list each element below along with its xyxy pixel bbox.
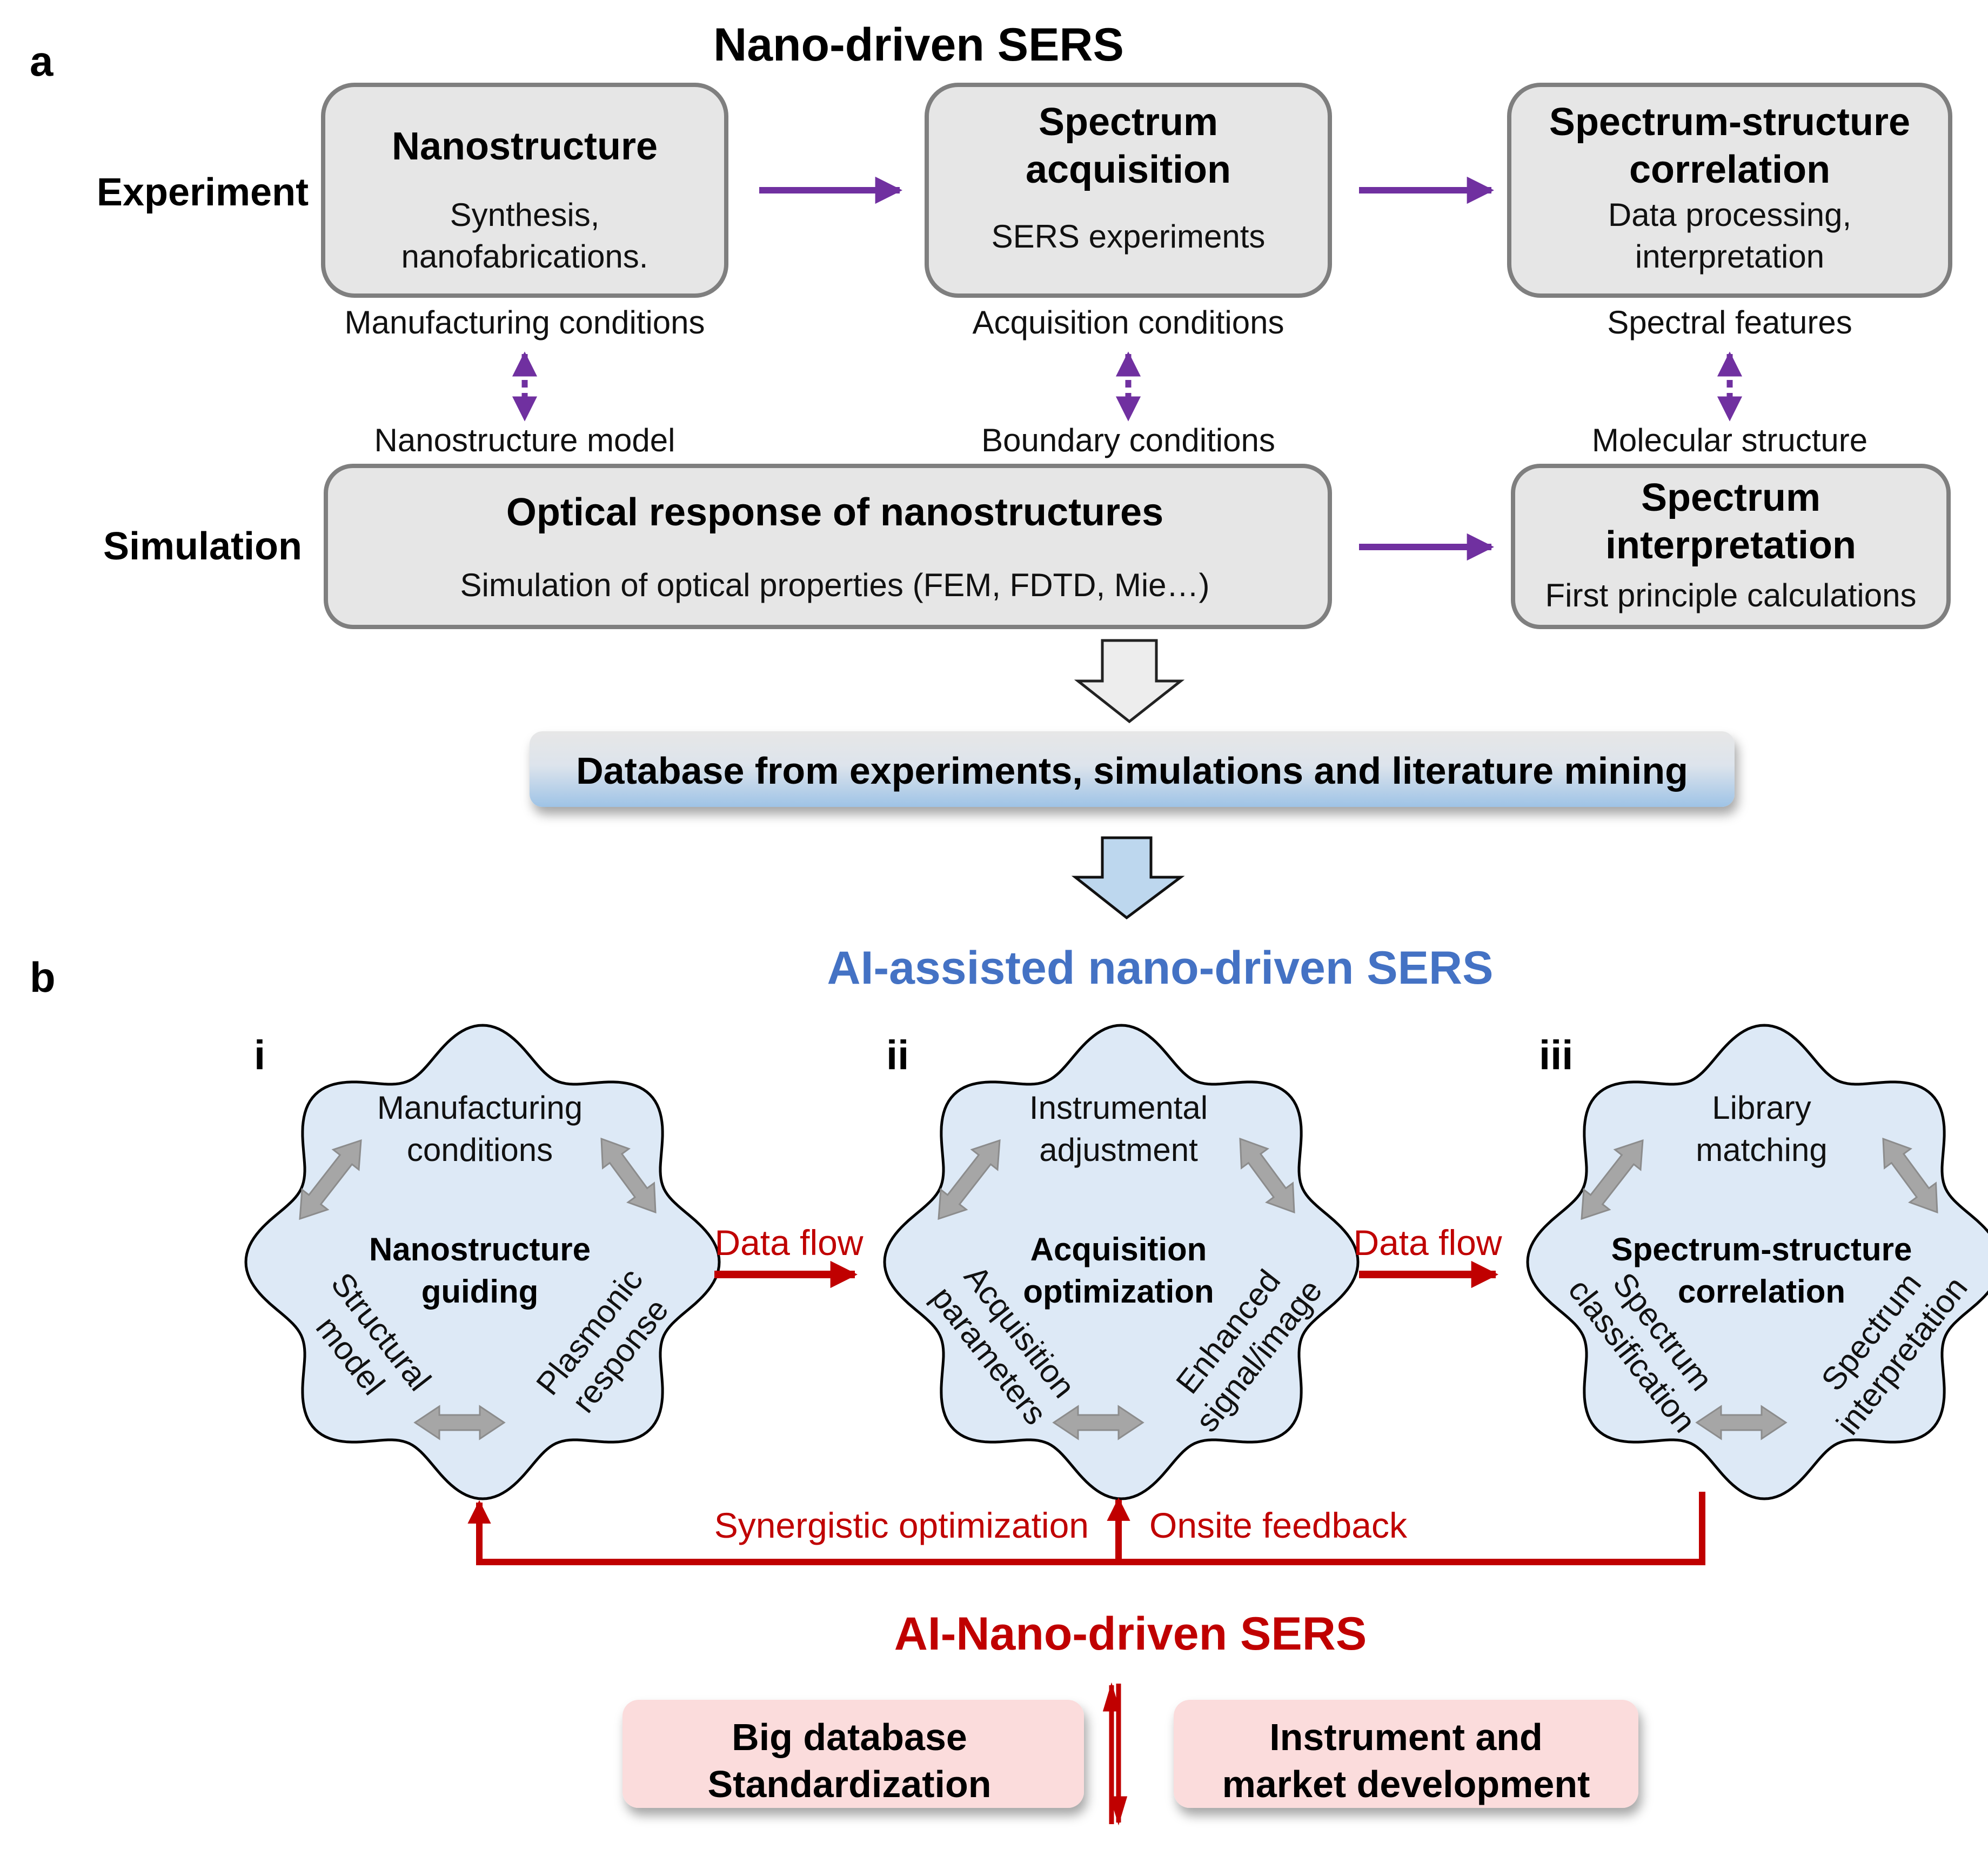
- link-label-bottom: Nanostructure model: [374, 422, 675, 458]
- panel-a-label: a: [30, 37, 53, 85]
- link-label-top: Acquisition conditions: [972, 304, 1284, 341]
- feedback-loop-arrow-icon: [467, 1492, 1705, 1565]
- box-subtitle: SERS experiments: [992, 218, 1266, 255]
- panel-b-title: AI-assisted nano-driven SERS: [827, 942, 1494, 994]
- database-banner: [530, 731, 1735, 807]
- bottom-box-big-database-line1: Big database: [732, 1716, 967, 1758]
- simulation-box-optical-response: Optical response of nanostructures Simul…: [324, 464, 1332, 629]
- box-subtitle: interpretation: [1635, 238, 1824, 275]
- blob-top-label: Instrumental: [1029, 1090, 1208, 1126]
- blob-center-label: guiding: [421, 1273, 539, 1310]
- blob-top-label: matching: [1696, 1132, 1827, 1168]
- box-title: Spectrum-structure: [1549, 101, 1910, 144]
- link-label-top: Spectral features: [1607, 304, 1852, 341]
- box-title: Spectrum: [1641, 476, 1820, 519]
- blob-top-label: Manufacturing: [377, 1090, 583, 1126]
- blob-center-label: Nanostructure: [369, 1231, 591, 1267]
- box-subtitle: nanofabrications.: [401, 238, 648, 275]
- link-label-bottom: Boundary conditions: [981, 422, 1275, 458]
- blob-center-label: correlation: [1678, 1273, 1845, 1310]
- box-subtitle: Synthesis,: [450, 197, 600, 233]
- double-arrow-icon: [1052, 1405, 1144, 1440]
- box-title: Nanostructure: [392, 125, 658, 168]
- box-subtitle: Simulation of optical properties (FEM, F…: [460, 567, 1209, 603]
- double-arrow-icon: [938, 1139, 1001, 1220]
- link-label-bottom: Molecular structure: [1592, 422, 1867, 458]
- down-arrow-icon: [1074, 639, 1185, 724]
- blob-center-label: Acquisition: [1030, 1231, 1207, 1267]
- bottom-box-big-database-line2: Standardization: [707, 1763, 991, 1805]
- panel-b-label: b: [30, 953, 56, 1001]
- row-label-experiment: Experiment: [97, 171, 309, 214]
- simulation-box-spectrum-interpretation: Spectrum interpretation First principle …: [1511, 464, 1951, 629]
- box-title: acquisition: [1026, 148, 1231, 191]
- box-subtitle: Data processing,: [1608, 197, 1851, 233]
- double-arrow-icon: [600, 1137, 657, 1214]
- blob-roman-numeral: i: [254, 1032, 265, 1078]
- double-arrow-icon: [299, 1139, 362, 1220]
- double-arrow-icon: [1581, 1139, 1644, 1220]
- box-title: Spectrum: [1039, 101, 1218, 144]
- data-flow-label: Data flow: [714, 1223, 863, 1263]
- feedback-label-onsite: Onsite feedback: [1149, 1505, 1408, 1545]
- box-subtitle: First principle calculations: [1545, 577, 1917, 613]
- double-arrow-icon: [1695, 1405, 1788, 1440]
- double-arrow-icon: [413, 1405, 506, 1440]
- blob-center-label: Spectrum-structure: [1611, 1231, 1912, 1267]
- final-title: AI-Nano-driven SERS: [894, 1608, 1367, 1660]
- box-title: correlation: [1629, 148, 1830, 191]
- blob-top-label: Library: [1712, 1090, 1811, 1126]
- box-title: Optical response of nanostructures: [506, 491, 1163, 534]
- experiment-box-spectrum-acquisition: Spectrum acquisition SERS experiments: [925, 83, 1332, 298]
- database-label: Database from experiments, simulations a…: [576, 750, 1688, 792]
- panel-a-title: Nano-driven SERS: [713, 19, 1124, 71]
- double-arrow-icon: [1882, 1137, 1938, 1214]
- row-label-simulation: Simulation: [103, 525, 302, 568]
- experiment-box-nanostructure: Nanostructure Synthesis, nanofabrication…: [321, 83, 728, 298]
- blob-roman-numeral: iii: [1539, 1032, 1573, 1078]
- box-title: interpretation: [1605, 524, 1856, 567]
- bottom-box-instrument-line2: market development: [1222, 1763, 1590, 1805]
- feedback-label-synergistic: Synergistic optimization: [714, 1505, 1089, 1545]
- link-label-top: Manufacturing conditions: [344, 304, 705, 341]
- blob-roman-numeral: ii: [886, 1032, 909, 1078]
- blob-top-label: adjustment: [1039, 1132, 1198, 1168]
- blob-top-label: conditions: [407, 1132, 553, 1168]
- blob-center-label: optimization: [1023, 1273, 1214, 1310]
- pink-box-shadow: [622, 1700, 1638, 1808]
- bottom-box-instrument-line1: Instrument and: [1269, 1716, 1543, 1758]
- down-arrow-icon: [1071, 836, 1185, 920]
- double-arrow-icon: [1239, 1137, 1295, 1214]
- experiment-box-spectrum-structure: Spectrum-structure correlation Data proc…: [1507, 83, 1952, 298]
- data-flow-label: Data flow: [1353, 1223, 1502, 1263]
